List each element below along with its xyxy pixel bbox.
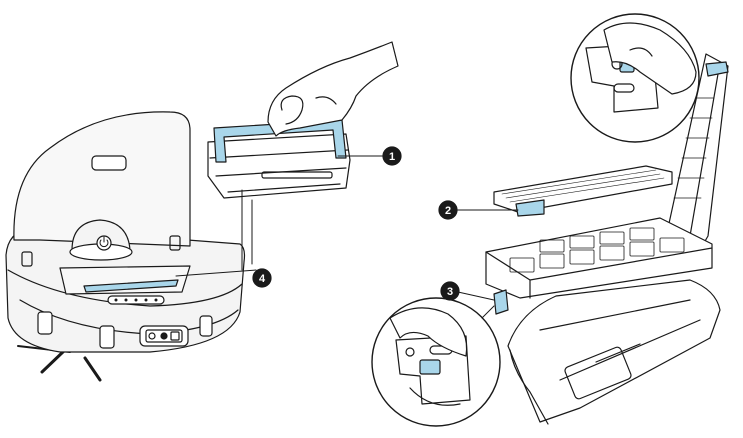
zoom-detail-bottom: [372, 298, 500, 426]
callout-4: 4: [253, 269, 271, 287]
callout-3-label: 3: [447, 286, 453, 298]
callout-1-label: 1: [389, 151, 395, 163]
callout-2-label: 2: [445, 205, 451, 217]
zoom-detail-top: [571, 14, 699, 142]
callout-1: 1: [383, 147, 401, 165]
release-button-highlight: [494, 290, 508, 314]
callout-2: 2: [439, 201, 457, 219]
callout-4-label: 4: [259, 273, 266, 285]
callout-3: 3: [441, 282, 459, 300]
dustbin-removal: [208, 42, 398, 198]
